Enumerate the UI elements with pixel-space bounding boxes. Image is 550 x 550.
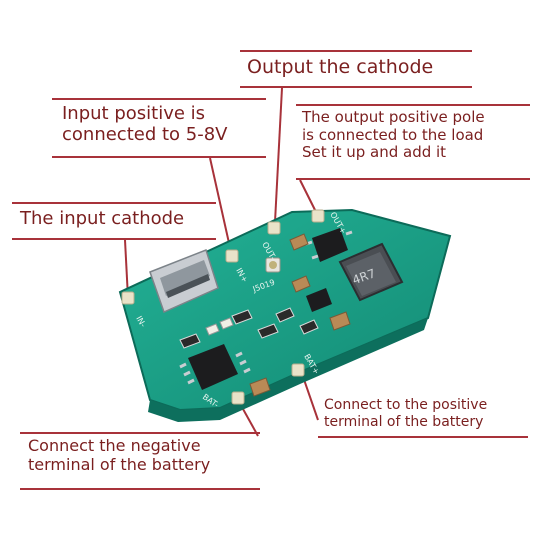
input-cathode-label: The input cathode [20,208,185,229]
input-positive-label: Input positive is connected to 5-8V [62,103,228,146]
pcb-edge [148,318,428,422]
leader-input-positive [209,157,232,253]
pad-out-plus [311,209,325,223]
input-positive-frame [52,98,266,158]
trimmer-pot [265,257,281,273]
battery-positive-label: Connect to the positive terminal of the … [324,397,488,430]
output-cathode-frame [240,50,472,88]
resistors [179,307,319,349]
pad-bat-plus [291,363,305,377]
input-cathode-frame [12,202,216,240]
output-positive-frame [296,104,530,180]
leader-output-positive [299,179,317,213]
leader-output-cathode [274,87,283,223]
status-leds [205,317,234,336]
charger-chip [179,344,251,390]
battery-negative-label: Connect the negative terminal of the bat… [28,436,211,474]
output-positive-label: The output positive pole is connected to… [302,108,485,162]
pad-out-minus [267,221,281,235]
transistor [306,288,332,312]
inductor: 4R7 [338,242,404,302]
pad-in-minus [121,291,135,305]
output-cathode-label: Output the cathode [247,56,434,78]
pad-bat-minus [231,391,245,405]
capacitors [249,233,351,397]
pad-in-plus [225,249,239,263]
solder-pads [121,209,325,405]
battery-negative-frame [20,432,260,490]
micro-usb-port [149,249,219,314]
battery-positive-frame [318,394,528,438]
